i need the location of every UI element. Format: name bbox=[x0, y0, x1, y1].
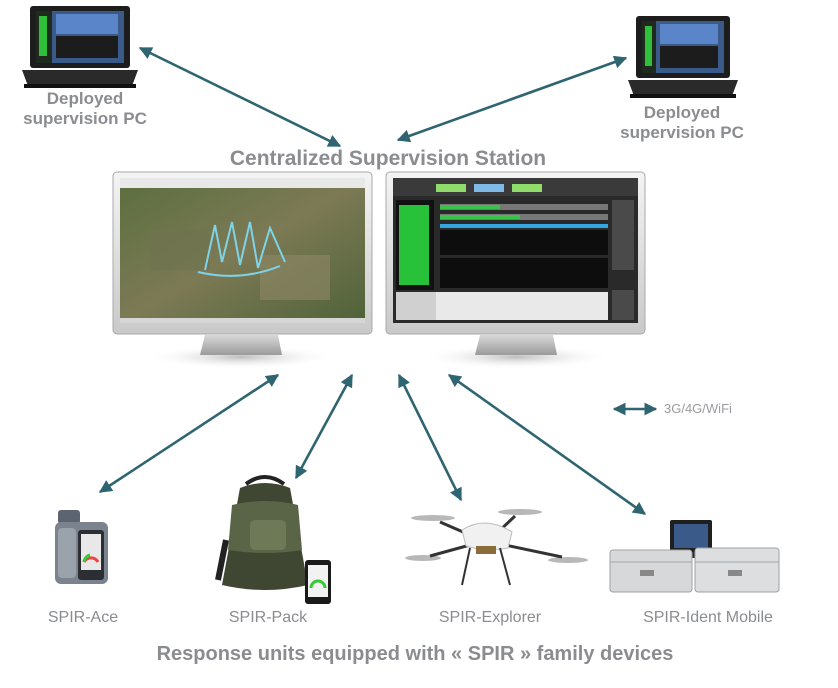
link-arrow bbox=[138, 46, 342, 148]
smartphone-icon bbox=[305, 560, 331, 604]
pc-left-line1: Deployed bbox=[46, 89, 124, 108]
link-arrow bbox=[447, 373, 647, 516]
link-arrows bbox=[98, 46, 658, 516]
pc-left-line2: supervision PC bbox=[23, 109, 147, 128]
metal-case-icon bbox=[609, 520, 780, 593]
monitor-icon bbox=[112, 171, 373, 369]
laptop-icon bbox=[22, 6, 138, 88]
device-label-spir-ace: SPIR-Ace bbox=[47, 609, 119, 626]
drone-icon bbox=[405, 509, 588, 586]
pc-right-line1: Deployed bbox=[643, 103, 721, 122]
monitor-icon bbox=[385, 171, 646, 369]
radiation-detector-icon bbox=[55, 510, 108, 584]
device-label-spir-ident-mobile: SPIR-Ident Mobile bbox=[643, 609, 773, 626]
laptop-icon bbox=[628, 16, 738, 98]
link-arrow bbox=[396, 55, 628, 143]
station-title: Centralized Supervision Station bbox=[229, 147, 547, 170]
pc-right-label: Deployed supervision PC bbox=[612, 103, 752, 143]
legend-label: 3G/4G/WiFi bbox=[664, 401, 732, 416]
link-arrow bbox=[294, 373, 354, 480]
device-label-spir-explorer: SPIR-Explorer bbox=[438, 609, 542, 626]
bottom-title: Response units equipped with « SPIR » fa… bbox=[156, 643, 674, 665]
device-label-spir-pack: SPIR-Pack bbox=[228, 609, 308, 626]
link-arrow bbox=[98, 373, 280, 494]
pc-right-line2: supervision PC bbox=[620, 123, 744, 142]
link-arrow bbox=[397, 373, 463, 502]
pc-left-label: Deployed supervision PC bbox=[20, 89, 150, 129]
backpack-icon bbox=[215, 475, 308, 590]
